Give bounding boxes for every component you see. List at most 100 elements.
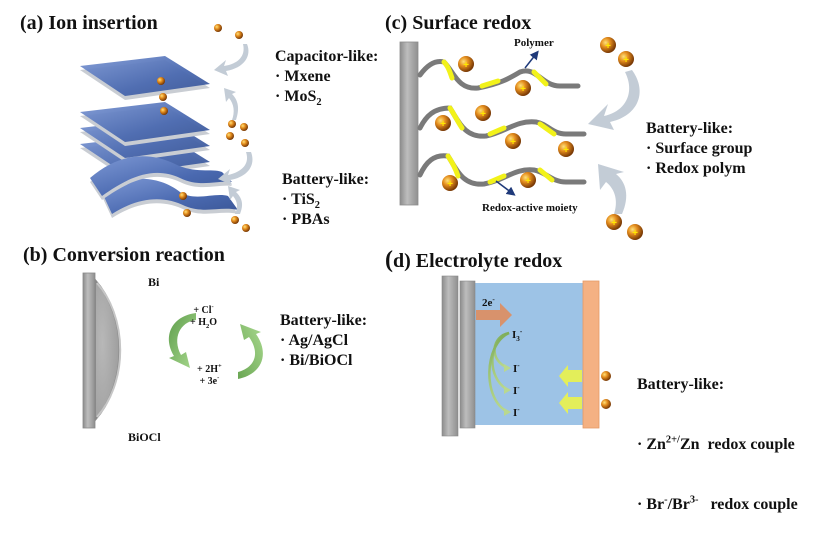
iodide-arrowhead [504,364,511,372]
reaction-products: + 2H+ + 3e- [197,362,222,387]
insertion-arrow [228,186,243,214]
iodide-arrowhead [504,408,511,416]
battery-like-list-c: Battery-like: · Surface group · Redox po… [646,119,752,179]
cation: + [442,175,458,191]
panel-d-graphic [441,275,611,437]
ion [183,209,191,217]
redox-moiety-label: Redox-active moiety [482,202,578,214]
layered-sheets-capacitor [80,56,210,178]
svg-text:+: + [563,145,569,156]
svg-text:+: + [447,179,453,190]
panel-a-graphic [80,24,253,232]
list-item: · PBAs [282,211,330,228]
list-item: · Ag/AgCl [280,332,349,349]
list-item: · MoS2 [275,88,322,109]
cation: + [558,141,574,157]
panel-d-title: (d) Electrolyte redox [385,247,563,273]
list-item: · Br-/Br3- redox couple [637,494,798,513]
adsorption-arrow [598,164,627,214]
ion [240,123,248,131]
svg-text:+: + [480,109,486,120]
iodide-arrowhead [504,386,511,394]
svg-text:+: + [440,119,446,130]
svg-text:+: + [525,176,531,187]
svg-text:+: + [611,218,617,229]
current-collector [82,272,96,429]
polymer-label: Polymer [514,37,554,49]
battery-like-heading: Battery-like: [282,171,370,188]
electrode [399,41,419,206]
ion [226,132,234,140]
cations: + + + + + + + + + + + + [435,37,643,240]
electron-label: 2e- [482,295,495,309]
adsorption-arrow [588,70,640,130]
cation: + [458,56,474,72]
battery-like-heading: Battery-like: [646,120,734,137]
svg-text:+: + [632,228,638,239]
reaction-reactants: + Cl- + H2O [190,303,218,330]
iodide-label: I- [513,383,520,397]
cation: + [515,80,531,96]
svg-text:+: + [510,137,516,148]
battery-like-list-a: Battery-like: · TiS2 · PBAs [282,170,369,230]
capacitor-like-list: Capacitor-like: · Mxene · MoS2 [275,47,379,109]
current-collector [441,275,459,437]
ion [601,371,611,381]
ion [241,139,249,147]
cation: + [627,224,643,240]
panel-a-title: (a) Ion insertion [20,12,158,34]
iodide-label: I- [513,361,520,375]
panel-c-graphic: + + + + + + + + + + + + [399,37,643,240]
panel-b-title: (b) Conversion reaction [23,244,225,266]
ion [231,216,239,224]
cathode [459,280,476,429]
polymer-chains [417,59,587,187]
ion [235,31,243,39]
iodide-label: I- [513,405,520,419]
electron-arrow [476,303,512,327]
insertion-arrow [224,88,239,120]
cation: + [520,172,536,188]
cation: + [505,133,521,149]
figure-graphics: + + + + + + + + + + + + [80,24,643,437]
triiodide-label: I3- [512,327,523,344]
moiety-pointer [495,180,516,196]
capacitor-like-heading: Capacitor-like: [275,48,379,65]
svg-text:+: + [605,41,611,52]
panel-b-graphic [82,272,263,429]
list-item: · Surface group [646,140,753,157]
battery-like-heading: Battery-like: [637,376,725,393]
list-item: · Zn2+/Zn redox couple [637,434,795,453]
list-item: · Mxene [275,68,331,85]
ion [157,77,165,85]
bi-label: Bi [148,275,160,289]
cation: + [600,37,616,53]
cation: + [435,115,451,131]
panel-c-title: (c) Surface redox [385,12,532,34]
curved-sheets-battery [90,156,238,218]
reaction-arrow-forward [168,313,196,368]
list-item: · Redox polym [646,160,746,177]
svg-text:+: + [463,60,469,71]
ion [159,93,167,101]
insertion-arrow [214,44,249,76]
ion [160,107,168,115]
battery-like-list-d: Battery-like: · Zn2+/Zn redox couple · B… [637,335,798,535]
battery-like-list-b: Battery-like: · Ag/AgCl · Bi/BiOCl [280,311,367,371]
battery-like-heading: Battery-like: [280,312,368,329]
list-item: · Bi/BiOCl [280,352,353,369]
counter-electrode [582,280,600,429]
insertion-arrow [218,152,253,185]
cation: + [618,51,634,67]
polymer-pointer [524,50,539,69]
ion [228,120,236,128]
ion [242,224,250,232]
iodide-arrows [488,331,510,414]
list-item: · TiS2 [282,191,320,212]
cation-flux-arrow [559,365,582,387]
ion [214,24,222,32]
cation: + [475,105,491,121]
reaction-arrow-reverse [238,324,263,379]
svg-text:+: + [520,84,526,95]
biocl-label: BiOCl [128,430,161,444]
